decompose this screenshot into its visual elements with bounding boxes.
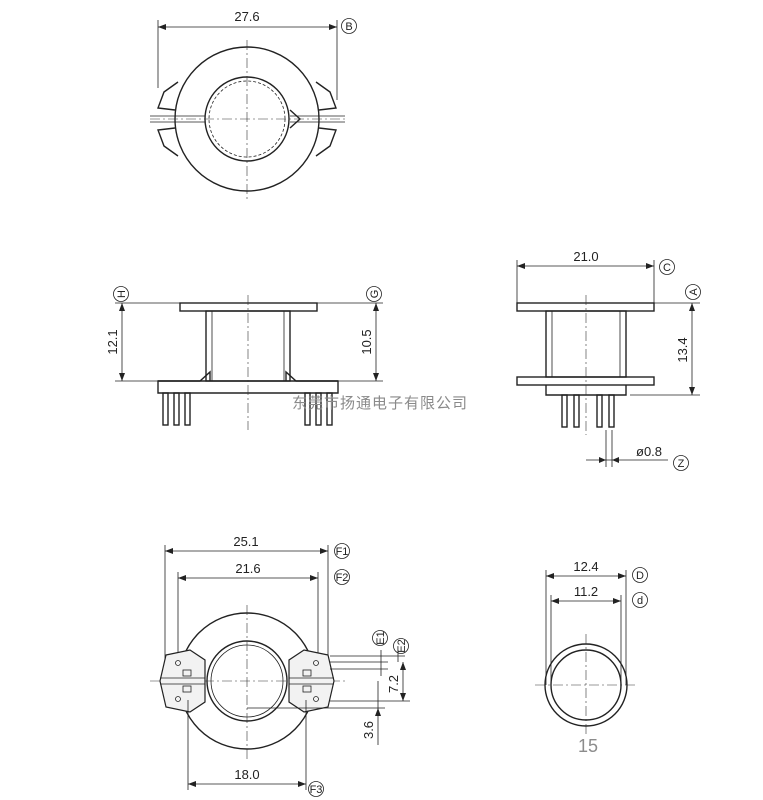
callout-C: C [659, 259, 675, 275]
dim-tube-outer: 12.4 [573, 559, 598, 574]
dim-height-right: 13.4 [675, 337, 690, 362]
dim-bottom-outer: 25.1 [233, 534, 258, 549]
svg-text:E1: E1 [375, 631, 387, 644]
callout-B: B [341, 18, 357, 34]
top-view: 27.6 B [150, 9, 357, 200]
svg-text:C: C [663, 262, 671, 274]
front-pins-left [162, 392, 191, 426]
svg-text:E2: E2 [396, 639, 408, 652]
dim-bottom-inner: 21.6 [235, 561, 260, 576]
dim-pin-offset: 3.6 [361, 721, 376, 739]
callout-G: G [366, 286, 382, 302]
callout-A: A [685, 284, 701, 300]
svg-text:d: d [637, 595, 643, 607]
svg-text:F2: F2 [336, 572, 349, 584]
svg-text:F3: F3 [310, 784, 323, 796]
svg-text:Z: Z [678, 458, 685, 470]
svg-text:D: D [636, 570, 644, 582]
callout-H: H [113, 286, 129, 302]
callout-F2: F2 [334, 569, 350, 585]
dim-height-mid: 10.5 [359, 329, 374, 354]
callout-D: D [632, 567, 648, 583]
svg-text:F1: F1 [336, 546, 349, 558]
dim-pin-diameter: ø0.8 [636, 444, 662, 459]
svg-text:B: B [345, 21, 352, 33]
callout-E2: E2 [393, 638, 409, 654]
callout-E1: E1 [372, 630, 388, 646]
dim-pin-pitch: 7.2 [386, 675, 401, 693]
svg-text:A: A [688, 288, 700, 296]
bottom-view: 25.1 F1 21.6 F2 [150, 534, 410, 797]
dim-bottom-base: 18.0 [234, 767, 259, 782]
dim-side-width: 21.0 [573, 249, 598, 264]
callout-Z: Z [673, 455, 689, 471]
svg-text:H: H [116, 290, 128, 298]
side-view: 21.0 C 13.4 A [516, 249, 701, 471]
dim-height-left: 12.1 [105, 329, 120, 354]
svg-text:G: G [369, 290, 381, 299]
tube-section-view: 12.4 D 11.2 d [535, 559, 648, 736]
callout-d: d [632, 592, 648, 608]
callout-F3: F3 [308, 781, 324, 797]
dim-top-width: 27.6 [234, 9, 259, 24]
side-pins [561, 394, 615, 428]
callout-F1: F1 [334, 543, 350, 559]
bottom-pin-block-right [288, 649, 335, 713]
dim-tube-inner: 11.2 [574, 584, 598, 599]
front-pins-right [304, 392, 333, 426]
page-number: 15 [578, 736, 598, 756]
front-view: 12.1 H 10.5 G [105, 286, 383, 430]
bottom-pin-block-left [159, 649, 206, 713]
company-watermark: 东莞市扬通电子有限公司 [292, 394, 468, 412]
